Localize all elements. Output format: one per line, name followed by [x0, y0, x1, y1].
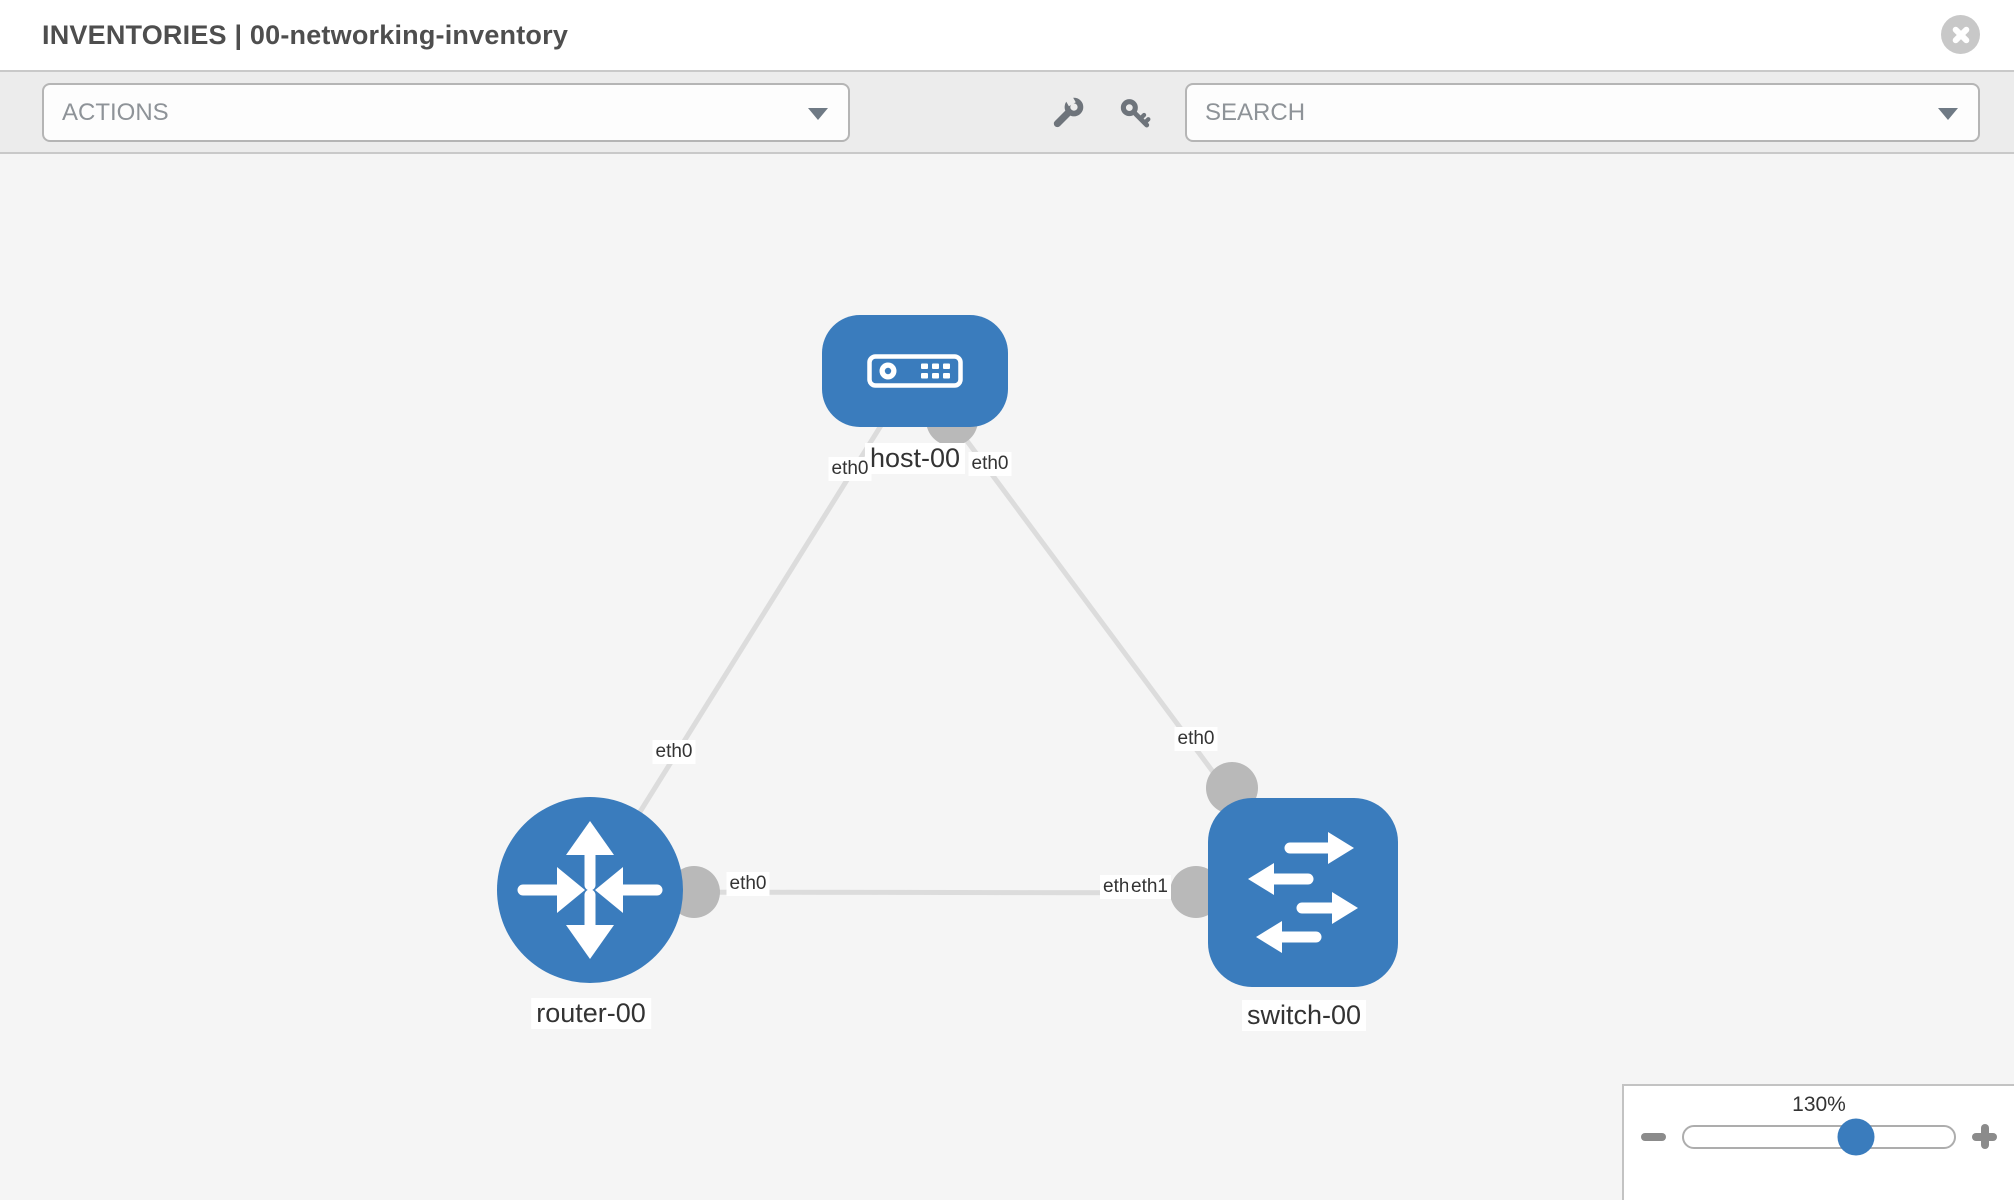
zoom-out-button[interactable]	[1641, 1132, 1666, 1141]
wrench-icon[interactable]	[1051, 92, 1085, 130]
router-icon	[517, 821, 663, 959]
interface-label-host-switch-at-host: eth0	[968, 452, 1012, 476]
switch-icon	[1248, 831, 1358, 953]
zoom-slider[interactable]	[1682, 1118, 1956, 1155]
page-title: INVENTORIES | 00-networking-inventory	[42, 19, 569, 50]
interface-label-router-switch-at-router: eth0	[726, 872, 770, 896]
node-label-host: host-00	[864, 443, 966, 474]
search-placeholder: SEARCH	[1205, 98, 1306, 126]
interface-label-host-router-at-host: eth0	[828, 457, 872, 481]
topology-canvas[interactable]: host-00 router-00 switch-00 eth0 eth0 et…	[0, 154, 2014, 1200]
key-icon[interactable]	[1118, 96, 1152, 130]
node-switch-00[interactable]	[1208, 798, 1398, 987]
interface-label-router-switch-at-switch-front: eth1	[1128, 875, 1171, 899]
chevron-down-icon	[808, 107, 828, 120]
interface-label-host-switch-at-switch: eth0	[1174, 727, 1218, 751]
topology-edges	[587, 369, 1306, 918]
search-dropdown[interactable]: SEARCH	[1185, 83, 1980, 142]
actions-dropdown[interactable]: ACTIONS	[42, 83, 850, 142]
header: INVENTORIES | 00-networking-inventory	[0, 0, 2014, 70]
zoom-in-button[interactable]	[1972, 1124, 1997, 1149]
zoom-slider-thumb[interactable]	[1837, 1118, 1875, 1155]
zoom-panel: 130%	[1622, 1084, 2014, 1200]
close-button[interactable]	[1941, 15, 1980, 54]
node-label-switch: switch-00	[1241, 1000, 1367, 1031]
chevron-down-icon	[1938, 107, 1958, 120]
node-host-00[interactable]	[822, 315, 1008, 427]
interface-label-host-router-at-router: eth0	[652, 740, 696, 764]
host-icon	[867, 354, 963, 388]
zoom-value: 130%	[1792, 1093, 1846, 1116]
actions-dropdown-label: ACTIONS	[62, 98, 169, 126]
node-router-00[interactable]	[497, 797, 683, 983]
toolbar: ACTIONS SEARCH	[0, 70, 2014, 154]
node-label-router: router-00	[531, 998, 651, 1029]
